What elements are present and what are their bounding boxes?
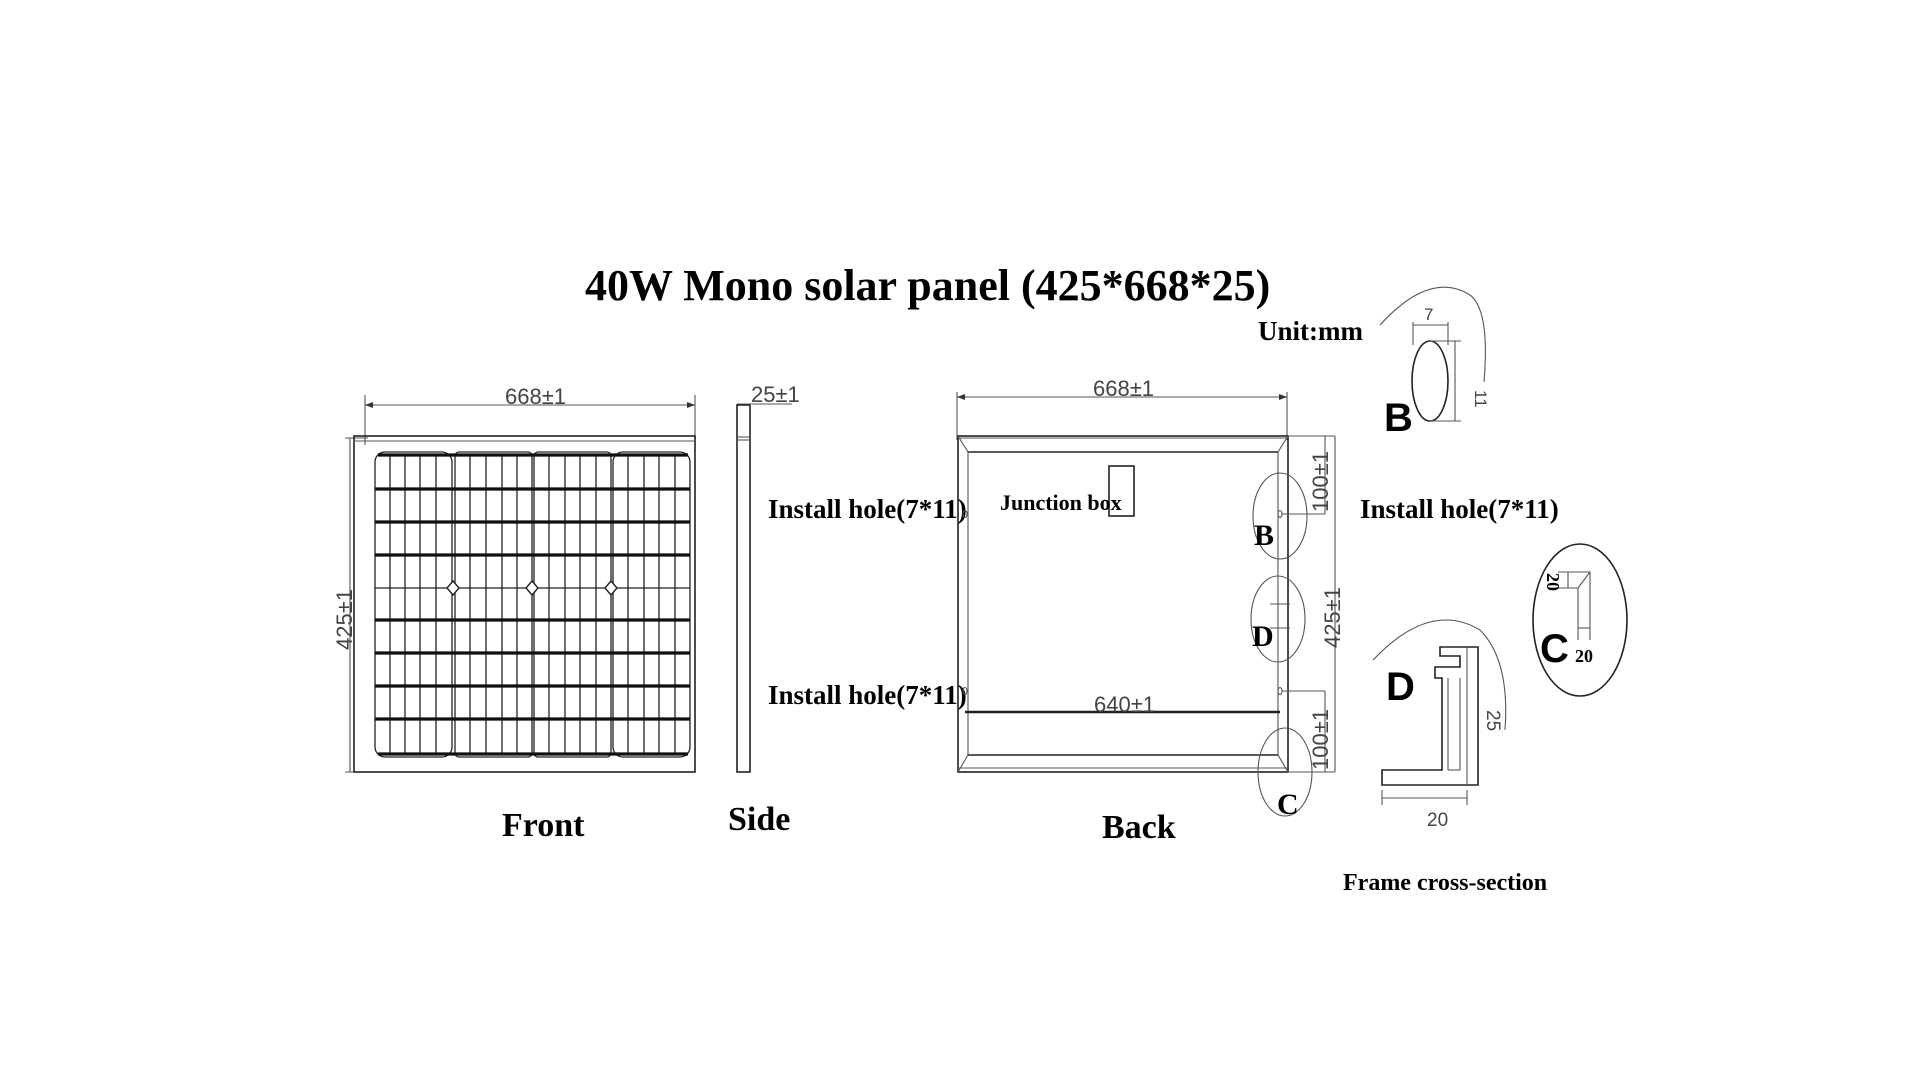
callout-circle-c [1257, 727, 1313, 817]
install-hole [1277, 509, 1283, 519]
front-view: 668±1 425±1 [332, 384, 696, 844]
back-top-offset-dim: 100±1 [1308, 451, 1333, 512]
install-hole [1277, 686, 1283, 696]
callout-letter-d: D [1252, 620, 1274, 653]
detail-c-letter: C [1540, 627, 1569, 671]
front-view-label: Front [502, 807, 585, 844]
front-cell-grid [374, 451, 691, 758]
install-hole-label-right: Install hole(7*11) [1360, 494, 1559, 524]
callout-letter-c: C [1277, 788, 1299, 821]
callout-letter-b: B [1254, 519, 1274, 552]
frame-cross-section-label: Frame cross-section [1343, 870, 1547, 896]
back-hole-spacing-dim: 640±1 [1094, 692, 1155, 717]
detail-d-width-dim: 20 [1427, 810, 1448, 831]
detail-c-dim-b: 20 [1575, 646, 1593, 666]
side-view: 25±1 Side [728, 382, 800, 838]
side-view-label: Side [728, 801, 790, 838]
install-hole-label-left-bottom: Install hole(7*11) [768, 680, 967, 710]
detail-d-height-dim: 25 [1482, 710, 1503, 731]
detail-b: 7 11 B [1379, 286, 1490, 440]
callout-circle-b [1252, 472, 1308, 560]
junction-box [1108, 465, 1135, 517]
unit-label: Unit:mm [1258, 316, 1363, 346]
detail-b-height-dim: 11 [1471, 390, 1490, 408]
detail-b-letter: B [1384, 396, 1413, 440]
callout-circle-d [1250, 575, 1306, 663]
junction-box-label: Junction box [1000, 490, 1122, 515]
detail-d-letter: D [1386, 665, 1415, 709]
install-hole [962, 509, 968, 519]
back-view-label: Back [1102, 809, 1176, 846]
back-bottom-offset-dim: 100±1 [1308, 709, 1333, 770]
back-height-dim: 425±1 [1320, 587, 1345, 648]
drawing-title: 40W Mono solar panel (425*668*25) [585, 261, 1270, 310]
back-width-dim: 668±1 [1093, 376, 1154, 401]
detail-c-dim-a: 20 [1543, 573, 1563, 591]
detail-d: 20 25 D [1372, 619, 1507, 831]
install-hole-label-left-top: Install hole(7*11) [768, 494, 967, 524]
detail-b-width-dim: 7 [1424, 305, 1433, 324]
front-height-dim: 425±1 [332, 589, 357, 650]
back-view: 668±1 640±1 Junction box 100±1 [956, 376, 1345, 846]
side-thickness-dim: 25±1 [751, 382, 800, 407]
front-width-dim: 668±1 [505, 384, 566, 409]
detail-c: 20 20 C [1532, 543, 1628, 697]
install-hole [962, 686, 968, 696]
